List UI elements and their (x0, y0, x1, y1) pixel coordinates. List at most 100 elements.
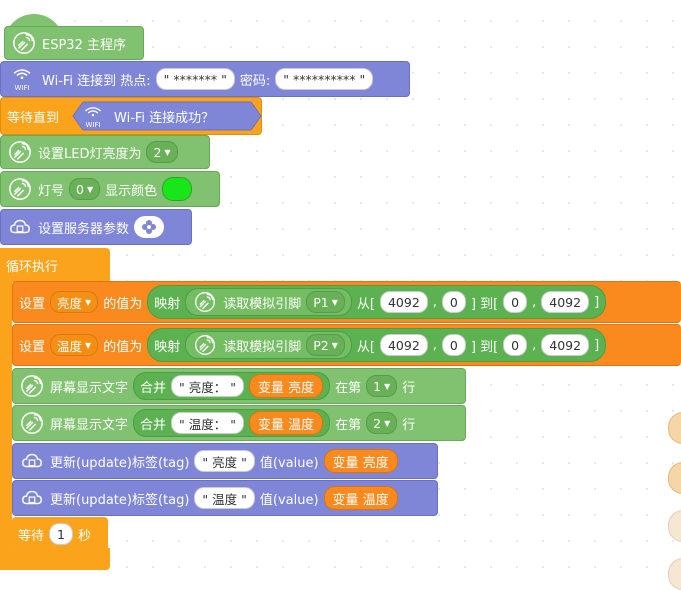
wifi-icon: WIFI (7, 66, 37, 92)
main-program-label: ESP32 主程序 (42, 37, 126, 53)
update-tag-label: 更新(update)标签(tag) (50, 492, 190, 508)
update-tag-block-1[interactable]: 更新(update)标签(tag) " 亮度 " 值(value) 变量 亮度 (12, 443, 438, 479)
password-label: 密码: (239, 73, 271, 89)
server-config-button[interactable] (134, 216, 165, 238)
wifi-connected-condition[interactable]: WIFI Wi-Fi 连接成功？ (64, 101, 262, 131)
row-value: 1 (373, 378, 382, 394)
variable-reporter[interactable]: 变量 亮度 (323, 449, 398, 473)
set-led-brightness-block[interactable]: 设置LED灯亮度为 2▼ (0, 135, 210, 169)
variable-name: 亮度 (288, 380, 315, 396)
from-min-input[interactable]: 4092 (379, 291, 428, 313)
satellite-icon (192, 332, 218, 358)
analog-read-reporter[interactable]: 读取模拟引脚 P1▼ (185, 288, 352, 316)
tag-input[interactable]: " 亮度 " (194, 450, 255, 472)
brightness-value: 2 (153, 144, 162, 160)
server-params-block[interactable]: 设置服务器参数 (0, 209, 192, 245)
variable-reporter[interactable]: 变量 亮度 (248, 374, 324, 398)
to-label: ] 到[ (470, 296, 499, 312)
join-reporter[interactable]: 合并 " 温度： " 变量 温度 (133, 409, 331, 437)
set-label: 设置 (19, 339, 46, 355)
variable-dropdown-brightness[interactable]: 亮度▼ (50, 291, 99, 313)
chevron-down-icon: ▼ (85, 297, 92, 307)
satellite-icon (7, 139, 33, 165)
edge-control-button[interactable] (668, 558, 681, 590)
map-label: 映射 (154, 296, 181, 312)
wait-until-block[interactable]: 等待直到 WIFI Wi-Fi 连接成功？ (0, 97, 262, 135)
tag-input[interactable]: " 温度 " (194, 487, 255, 509)
row-suffix-label: 行 (402, 380, 416, 396)
led-index-value: 0 (76, 181, 84, 197)
set-temperature-block[interactable]: 设置 温度▼ 的值为 映射 读取模拟引脚 P2▼ 从[ 4092 , 0 ] 到… (12, 324, 681, 366)
brightness-dropdown[interactable]: 2▼ (146, 141, 178, 163)
edge-control-button[interactable] (668, 510, 681, 542)
pin-dropdown[interactable]: P2▼ (306, 334, 345, 356)
variable-reporter[interactable]: 变量 温度 (323, 486, 398, 510)
led-index-dropdown[interactable]: 0▼ (69, 178, 101, 200)
close-bracket-text: ] (594, 337, 600, 353)
variable-reporter[interactable]: 变量 温度 (248, 411, 324, 435)
pin-value: P2 (313, 337, 329, 353)
value-of-label: 的值为 (103, 339, 143, 355)
wait-block[interactable]: 等待 1 秒 (12, 517, 108, 551)
satellite-icon (7, 176, 33, 202)
loop-block-arm (0, 248, 12, 568)
variable-name: 亮度 (57, 295, 83, 311)
row-suffix-label: 行 (402, 417, 416, 433)
from-max-input[interactable]: 0 (441, 291, 466, 313)
to-max-input[interactable]: 4092 (541, 291, 590, 313)
to-min-input[interactable]: 0 (503, 291, 528, 313)
chevron-down-icon: ▼ (164, 147, 171, 157)
from-min-input[interactable]: 4092 (379, 334, 428, 356)
wifi-connect-block[interactable]: WIFI Wi-Fi 连接到 热点: " ******* " 密码: " ***… (0, 61, 410, 97)
password-input[interactable]: " ********** " (275, 68, 374, 90)
chevron-down-icon: ▼ (86, 184, 94, 194)
to-label: ] 到[ (470, 339, 499, 355)
pin-dropdown[interactable]: P1▼ (306, 291, 345, 313)
satellite-icon (192, 289, 218, 315)
variable-dropdown-temperature[interactable]: 温度▼ (50, 334, 99, 356)
main-program-block[interactable]: ESP32 主程序 (4, 26, 144, 60)
row-dropdown[interactable]: 2▼ (366, 412, 398, 434)
variable-keyword: 变量 (257, 417, 284, 433)
set-label: 设置 (19, 296, 46, 312)
wait-until-label: 等待直到 (7, 110, 60, 126)
condition-hexagon-shape (72, 101, 262, 131)
wifi-icon: WIFI (78, 103, 108, 129)
variable-keyword: 变量 (332, 492, 359, 508)
join-label: 合并 (140, 380, 167, 396)
edge-control-button[interactable] (668, 462, 681, 494)
join-reporter[interactable]: 合并 " 亮度： " 变量 亮度 (133, 372, 331, 400)
color-picker-swatch[interactable] (162, 177, 193, 201)
comma-text: , (432, 337, 437, 353)
pin-value: P1 (313, 294, 329, 310)
map-reporter[interactable]: 映射 读取模拟引脚 P2▼ 从[ 4092 , 0 ] 到[ 0 , 4092 … (147, 328, 607, 362)
variable-keyword: 变量 (332, 455, 359, 471)
screen-text-block-1[interactable]: 屏幕显示文字 合并 " 亮度： " 变量 亮度 在第 1▼ 行 (12, 368, 466, 404)
update-tag-block-2[interactable]: 更新(update)标签(tag) " 温度 " 值(value) 变量 温度 (12, 480, 438, 516)
edge-control-button[interactable] (668, 412, 681, 444)
variable-keyword: 变量 (257, 380, 284, 396)
wait-seconds-input[interactable]: 1 (49, 523, 73, 545)
chevron-down-icon: ▼ (331, 297, 338, 307)
cloud-icon (7, 214, 33, 240)
screen-text-block-2[interactable]: 屏幕显示文字 合并 " 温度： " 变量 温度 在第 2▼ 行 (12, 405, 466, 441)
chevron-down-icon: ▼ (85, 340, 92, 350)
text-input[interactable]: " 温度： " (171, 412, 244, 434)
loop-block-header[interactable] (0, 248, 110, 282)
analog-read-reporter[interactable]: 读取模拟引脚 P2▼ (185, 331, 352, 359)
cloud-icon (19, 448, 45, 474)
set-brightness-block[interactable]: 设置 亮度▼ 的值为 映射 读取模拟引脚 P1▼ 从[ 4092 , 0 ] 到… (12, 281, 681, 323)
row-dropdown[interactable]: 1▼ (366, 375, 398, 397)
from-max-input[interactable]: 0 (441, 334, 466, 356)
loop-block-footer (0, 548, 110, 570)
to-min-input[interactable]: 0 (503, 334, 528, 356)
text-input[interactable]: " 亮度： " (171, 375, 244, 397)
map-reporter[interactable]: 映射 读取模拟引脚 P1▼ 从[ 4092 , 0 ] 到[ 0 , 4092 … (147, 285, 607, 319)
to-max-input[interactable]: 4092 (541, 334, 590, 356)
variable-name: 温度 (57, 338, 83, 354)
row-value: 2 (373, 415, 382, 431)
ssid-input[interactable]: " ******* " (155, 68, 235, 90)
led-color-block[interactable]: 灯号 0▼ 显示颜色 (0, 171, 220, 207)
chevron-down-icon: ▼ (384, 381, 391, 391)
close-bracket-text: ] (594, 294, 600, 310)
